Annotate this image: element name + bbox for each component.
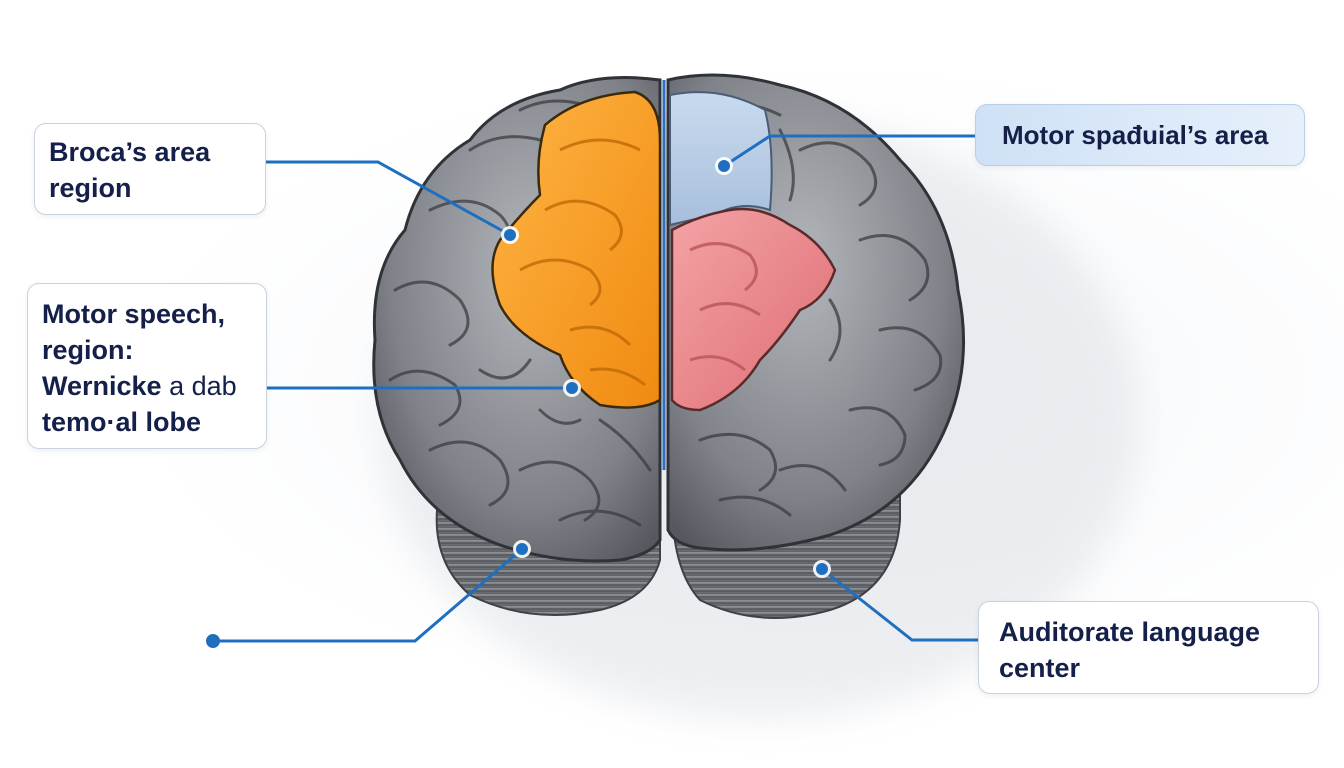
motor-speech-line3-wernicke: Wernicke bbox=[42, 371, 162, 401]
motor-speech-line1: Motor speech, bbox=[42, 299, 226, 329]
motor-spatial-label: Motor spađuial’s area bbox=[975, 104, 1305, 166]
leader-lines bbox=[211, 134, 980, 643]
broca-label-line2: region bbox=[49, 173, 132, 203]
broca-folds bbox=[519, 138, 646, 387]
motor-speech-line3-suffix: a dab bbox=[169, 371, 237, 401]
unlabeled-endpoint-dot bbox=[206, 634, 220, 648]
motor-speech-label: Motor speech, region: Wernicke a dab tem… bbox=[27, 283, 267, 449]
motor-speech-line3: Wernicke a dab bbox=[42, 368, 252, 404]
auditory-line1: Auditorate language bbox=[999, 617, 1261, 647]
anchor-dots bbox=[206, 157, 831, 648]
motor-speech-line4: temo·al lobe bbox=[42, 407, 202, 437]
broca-orange-region bbox=[491, 90, 662, 409]
broca-label: Broca’s area region bbox=[34, 123, 266, 215]
broca-label-line1: Broca’s area bbox=[49, 137, 211, 167]
motor-spatial-text: Motor spađuial’s area bbox=[1002, 120, 1269, 150]
auditory-line2: center bbox=[999, 653, 1081, 683]
pink-folds bbox=[689, 242, 761, 372]
motor-speech-line2: region: bbox=[42, 335, 134, 365]
auditory-label: Auditorate language center bbox=[978, 601, 1319, 694]
